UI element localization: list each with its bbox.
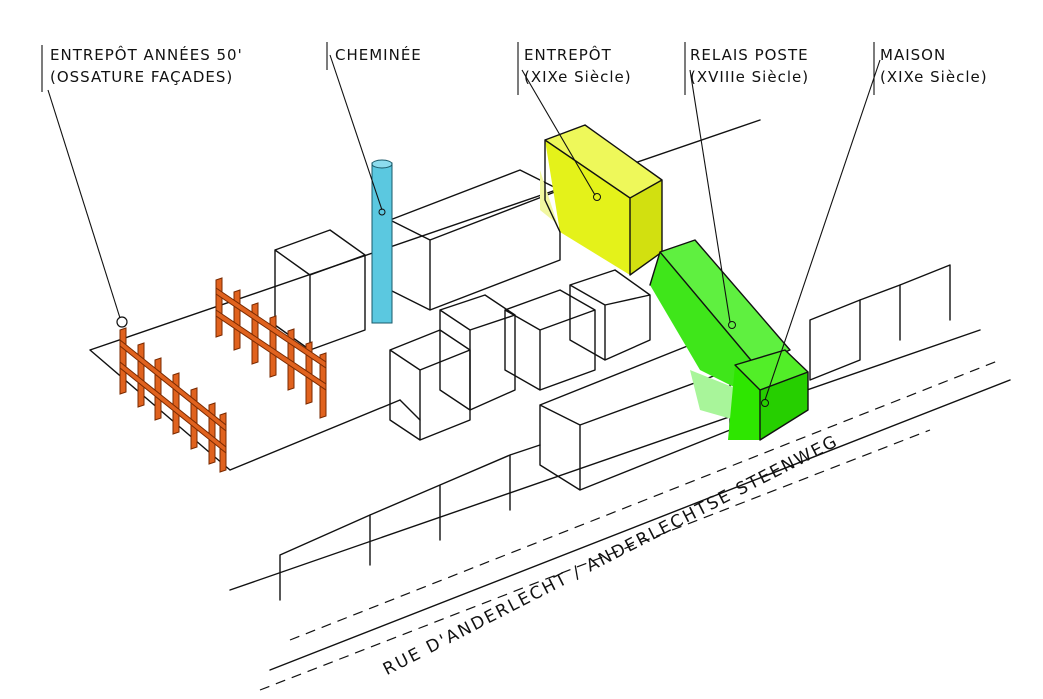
label-entrepot-50-title: ENTREPÔT ANNÉES 50': [50, 46, 243, 64]
label-entrepot-19-subtitle: (XIXe Siècle): [524, 68, 632, 86]
street-buildings: [279, 264, 951, 601]
street-edges: [229, 329, 1011, 691]
label-maison-subtitle: (XIXe Siècle): [880, 68, 988, 86]
maison-volume: [728, 349, 809, 441]
label-maison-title: MAISON: [880, 46, 947, 64]
orange-frame-right: [215, 277, 327, 419]
label-relais-poste: RELAIS POSTE (XVIIIe Siècle): [690, 44, 809, 88]
label-relais-poste-subtitle: (XVIIIe Siècle): [690, 68, 810, 86]
anchor-dot-entrepot-50: [116, 316, 128, 328]
label-cheminee: CHEMINÉE: [335, 44, 422, 66]
relais-poste-volume: [649, 239, 791, 420]
leader-lines: [41, 42, 881, 401]
label-entrepot-50: ENTREPÔT ANNÉES 50' (OSSATURE FAÇADES): [50, 44, 243, 88]
label-maison: MAISON (XIXe Siècle): [880, 44, 988, 88]
entrepot-19-volume: [540, 124, 663, 276]
label-cheminee-title: CHEMINÉE: [335, 46, 422, 64]
label-relais-poste-title: RELAIS POSTE: [690, 46, 809, 64]
label-entrepot-19: ENTREPÔT (XIXe Siècle): [524, 44, 632, 88]
label-entrepot-50-subtitle: (OSSATURE FAÇADES): [50, 68, 234, 86]
label-entrepot-19-title: ENTREPÔT: [524, 46, 612, 64]
chimney: [371, 159, 393, 324]
orange-frame-left: [119, 327, 227, 473]
